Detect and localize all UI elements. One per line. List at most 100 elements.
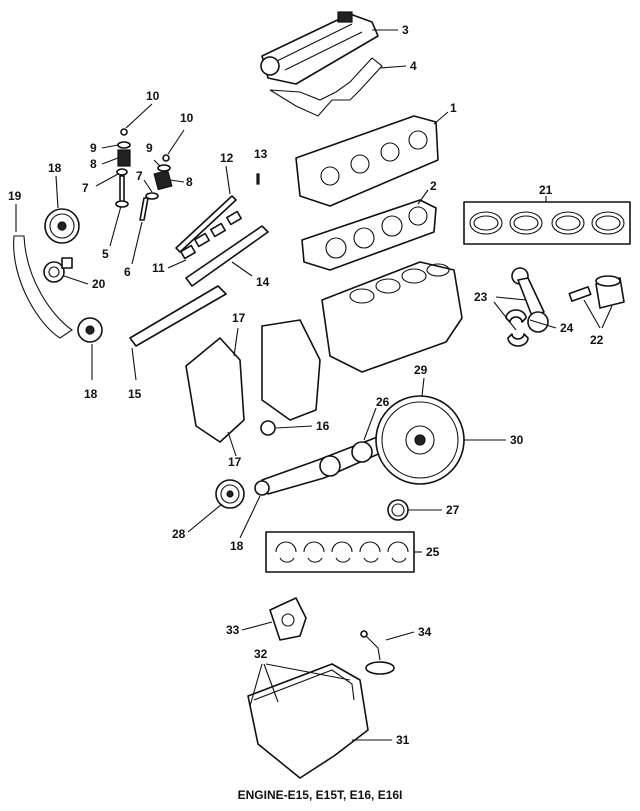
oil-pan-gasket	[253, 669, 355, 701]
timing-belt	[13, 235, 73, 339]
leader-7a	[95, 173, 119, 187]
crank-timing-sprocket	[254, 480, 270, 496]
leader-18c	[239, 495, 261, 539]
leader-26	[363, 407, 377, 441]
piston-ring-box	[463, 201, 631, 245]
valve-train-right	[139, 154, 173, 221]
callout-30: 30	[510, 433, 524, 447]
bolt	[256, 173, 260, 185]
rod-bearings	[505, 309, 529, 347]
oil-pump	[269, 597, 307, 641]
leader-14	[231, 261, 253, 277]
leader-16	[275, 425, 313, 429]
rocker-shaft	[175, 195, 237, 253]
callout-17a: 17	[232, 311, 246, 325]
oil-seal	[260, 420, 276, 436]
leader-10b	[167, 129, 185, 155]
leader-9b	[153, 159, 161, 167]
leader-17b	[227, 431, 237, 457]
callout-17b: 17	[228, 455, 242, 469]
valve-cover-gasket	[269, 57, 383, 117]
leader-2	[417, 189, 429, 205]
callout-2: 2	[430, 179, 437, 193]
callout-9a: 9	[90, 141, 97, 155]
callout-4: 4	[410, 59, 417, 73]
callout-5: 5	[102, 247, 109, 261]
callout-34: 34	[418, 625, 432, 639]
oil-pan	[247, 663, 369, 779]
leader-8a	[101, 157, 119, 165]
callout-12: 12	[220, 151, 234, 165]
leader-9a	[101, 144, 119, 149]
leader-22	[583, 299, 613, 329]
head-gasket	[301, 199, 437, 271]
leader-23	[495, 296, 527, 301]
callout-16: 16	[316, 419, 330, 433]
main-bearing-box	[265, 531, 415, 573]
timing-cover-lower	[185, 337, 245, 443]
camshaft	[185, 225, 269, 287]
callout-9b: 9	[146, 141, 153, 155]
diagram-caption: ENGINE-E15, E15T, E16, E16I	[237, 788, 403, 802]
leader-5	[109, 205, 122, 247]
callout-15: 15	[128, 387, 142, 401]
leader-12	[225, 165, 231, 195]
rear-seal	[387, 499, 409, 521]
callout-24: 24	[560, 321, 574, 335]
callout-8a: 8	[90, 157, 97, 171]
piston-ring-sets	[469, 211, 625, 235]
leader-24	[493, 301, 557, 331]
callout-33: 33	[226, 623, 240, 637]
leader-28	[187, 503, 223, 533]
callout-23: 23	[474, 290, 488, 304]
connecting-rod	[511, 267, 549, 333]
leader-7b	[143, 179, 153, 193]
piston	[568, 275, 625, 309]
callout-7a: 7	[82, 181, 89, 195]
callout-10b: 10	[180, 111, 194, 125]
engine-block	[321, 261, 463, 373]
callout-18b: 18	[84, 387, 98, 401]
callout-28: 28	[172, 527, 186, 541]
cylinder-head	[295, 115, 439, 207]
rocker-arms	[180, 210, 242, 260]
leader-29	[421, 377, 425, 397]
callout-31: 31	[396, 733, 410, 747]
belt-tensioner	[43, 257, 73, 283]
callout-25: 25	[426, 545, 440, 559]
oil-pickup	[360, 630, 395, 675]
leader-18a	[55, 175, 59, 209]
callout-3: 3	[402, 23, 409, 37]
callout-29: 29	[414, 363, 428, 377]
leader-20	[63, 275, 89, 285]
callout-18c: 18	[230, 539, 244, 553]
callout-8b: 8	[186, 175, 193, 189]
leader-17a	[233, 327, 239, 357]
leader-1	[433, 111, 449, 125]
callout-11: 11	[152, 261, 165, 275]
callout-27: 27	[446, 503, 460, 517]
valve-train-left	[115, 128, 131, 208]
callout-22: 22	[590, 333, 604, 347]
leader-33	[241, 621, 273, 631]
callout-18a: 18	[48, 161, 62, 175]
leader-11	[167, 259, 187, 269]
leader-8b	[169, 179, 185, 183]
callout-20: 20	[92, 277, 106, 291]
callout-26: 26	[376, 395, 390, 409]
main-bearings	[275, 541, 409, 563]
callout-32: 32	[254, 647, 268, 661]
callout-1: 1	[450, 101, 457, 115]
leader-15	[131, 347, 137, 381]
callout-6: 6	[124, 265, 131, 279]
leader-34	[385, 631, 415, 641]
flywheel	[375, 395, 465, 485]
callout-13: 13	[254, 147, 268, 161]
leader-10a	[125, 103, 153, 129]
callout-19: 19	[8, 189, 22, 203]
callout-14: 14	[256, 275, 270, 289]
crank-sprocket	[77, 317, 103, 343]
crank-pulley	[215, 479, 245, 509]
intermediate-shaft	[129, 285, 227, 347]
